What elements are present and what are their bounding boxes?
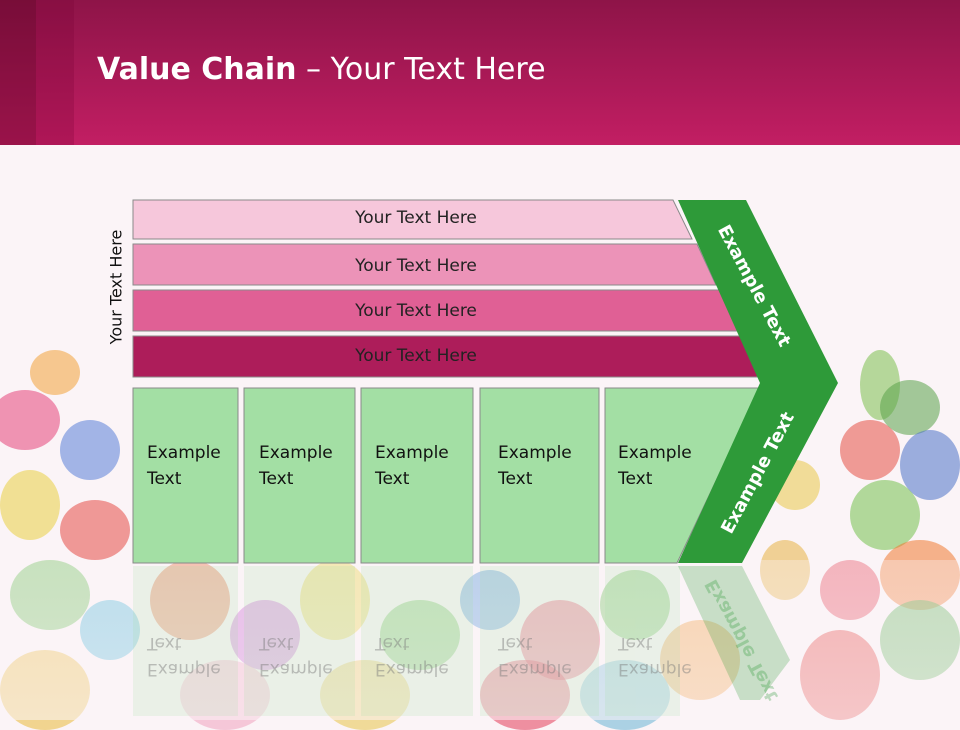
activity-label-line: Text xyxy=(259,469,294,489)
band-label-1: Your Text Here xyxy=(355,208,477,228)
band-label-3: Your Text Here xyxy=(355,301,477,321)
activity-label-line: Example xyxy=(618,443,692,463)
activity-box-2 xyxy=(243,387,356,564)
header-accent-strip xyxy=(36,0,74,145)
band-2 xyxy=(132,243,717,286)
title-rest: – Your Text Here xyxy=(296,52,546,87)
activity-box-5 xyxy=(604,387,761,564)
activity-box-1 xyxy=(132,387,239,564)
activity-label-line: Text xyxy=(498,469,533,489)
side-label: Your Text Here xyxy=(106,229,126,345)
slide-title: Value Chain – Your Text Here xyxy=(97,52,546,87)
reflection-fade xyxy=(0,560,960,720)
activity-label-line: Text xyxy=(618,469,653,489)
band-1 xyxy=(132,199,693,240)
header-accent-strip xyxy=(0,0,36,145)
activity-label-3: Example Text xyxy=(375,440,475,492)
activity-label-1: Example Text xyxy=(147,440,247,492)
activity-box-3 xyxy=(360,387,474,564)
activity-label-line: Text xyxy=(147,469,182,489)
activity-label-line: Example xyxy=(259,443,333,463)
activity-box-4 xyxy=(479,387,600,564)
margin-arrow xyxy=(678,200,838,563)
activity-label-2: Example Text xyxy=(259,440,359,492)
band-label-4: Your Text Here xyxy=(355,346,477,366)
activity-label-line: Example xyxy=(375,443,449,463)
activity-label-line: Text xyxy=(375,469,410,489)
activity-label-line: Example xyxy=(498,443,572,463)
activity-label-line: Example xyxy=(147,443,221,463)
band-label-2: Your Text Here xyxy=(355,256,477,276)
margin-arrow-reflection xyxy=(678,566,790,700)
activity-label-4: Example Text xyxy=(498,440,598,492)
title-bar: Value Chain – Your Text Here xyxy=(0,0,960,145)
activity-label-5: Example Text xyxy=(618,440,718,492)
title-bold: Value Chain xyxy=(97,52,297,87)
